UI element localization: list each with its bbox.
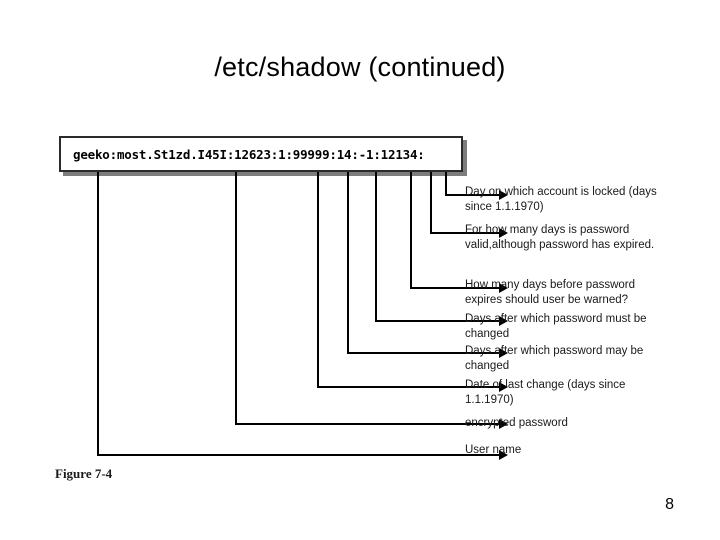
- arrowhead-warn-days: [499, 283, 508, 293]
- leader-line-encrypted-password-v: [235, 172, 237, 425]
- leader-line-user-name-h: [97, 454, 500, 456]
- leader-line-encrypted-password-h: [235, 423, 500, 425]
- leader-line-user-name-v: [97, 172, 99, 456]
- arrowhead-min-days: [499, 348, 508, 358]
- page-number: 8: [665, 496, 674, 513]
- annotation-last-change: Date of last change (days since 1.1.1970…: [465, 379, 626, 406]
- leader-line-max-days-v: [375, 172, 377, 322]
- leader-line-warn-days-h: [410, 287, 500, 289]
- leader-line-max-days-h: [375, 320, 500, 322]
- annotation-user-name: User name: [465, 444, 522, 456]
- shadow-entry-text: geeko:most.St1zd.I45I:12623:1:99999:14:-…: [73, 146, 425, 162]
- annotation-encrypted-password: encrypted password: [465, 417, 568, 429]
- leader-line-last-change-h: [317, 386, 500, 388]
- leader-line-last-change-v: [317, 172, 319, 388]
- leader-line-password-valid-v: [430, 172, 432, 234]
- shadow-field-diagram: geeko:most.St1zd.I45I:12623:1:99999:14:-…: [55, 128, 675, 488]
- leader-line-password-valid-h: [430, 232, 500, 234]
- leader-line-warn-days-v: [410, 172, 412, 289]
- arrowhead-user-name: [499, 450, 508, 460]
- leader-line-account-locked-h: [445, 194, 500, 196]
- annotation-warn-days: How many days before password expires sh…: [465, 279, 636, 306]
- annotation-account-locked: Day on which account is locked (days sin…: [465, 186, 657, 213]
- arrowhead-account-locked: [499, 190, 508, 200]
- annotation-min-days: Days after which password may be changed: [465, 345, 644, 372]
- figure-caption: Figure 7-4: [55, 466, 113, 481]
- arrowhead-password-valid: [499, 228, 508, 238]
- leader-line-min-days-v: [347, 172, 349, 354]
- arrowhead-max-days: [499, 316, 508, 326]
- leader-line-min-days-h: [347, 352, 500, 354]
- annotation-max-days: Days after which password must be change…: [465, 313, 647, 340]
- page-title: /etc/shadow (continued): [214, 52, 506, 82]
- arrowhead-last-change: [499, 382, 508, 392]
- leader-line-account-locked-v: [445, 172, 447, 196]
- shadow-entry-box: geeko:most.St1zd.I45I:12623:1:99999:14:-…: [59, 136, 463, 172]
- annotation-password-valid: For how many days is password valid,alth…: [465, 224, 655, 251]
- arrowhead-encrypted-password: [499, 419, 508, 429]
